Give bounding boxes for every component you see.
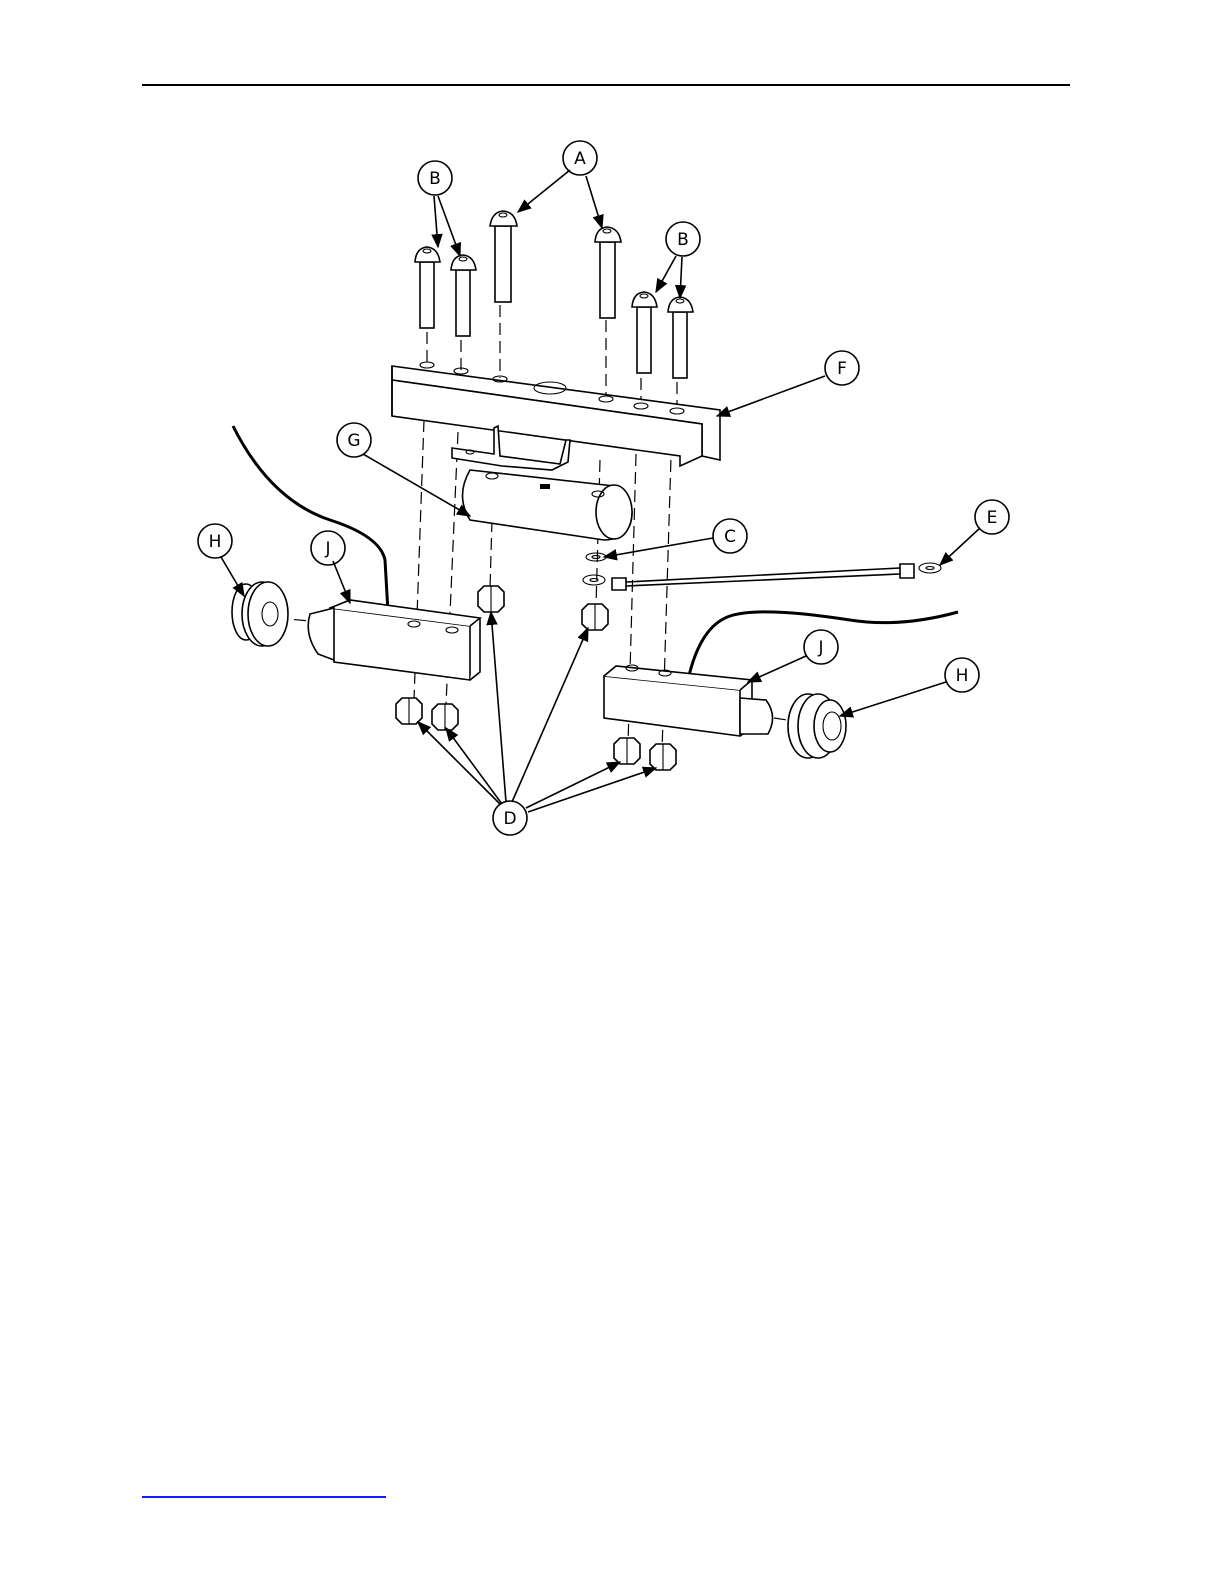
callout-j-right: J	[804, 630, 838, 664]
footer-link-underline[interactable]	[142, 1496, 386, 1498]
screw-b-right-1	[632, 292, 657, 373]
screw-b-left-2	[451, 255, 476, 336]
load-sensor-j-right	[604, 612, 958, 736]
bracket-f	[392, 362, 720, 470]
callout-d-label: D	[503, 809, 516, 829]
callout-b-right-label: B	[677, 230, 689, 250]
callout-d: D	[493, 801, 527, 835]
cylinder-g	[463, 470, 633, 540]
callout-h-right: H	[945, 658, 979, 692]
callout-c-label: C	[724, 527, 736, 547]
callout-j-left-label: J	[324, 539, 330, 559]
nut-d-3	[396, 698, 422, 724]
callout-h-left: H	[198, 524, 232, 558]
callout-h-right-label: H	[956, 666, 969, 686]
callout-g: G	[337, 423, 371, 457]
callout-a: A	[563, 141, 597, 175]
nut-d-4	[432, 704, 458, 730]
callout-j-left: J	[311, 531, 345, 565]
callout-j-right-label: J	[817, 638, 823, 658]
callout-e: E	[975, 500, 1009, 534]
callout-b-left: B	[418, 161, 452, 195]
callout-a-label: A	[574, 149, 586, 169]
callout-f: F	[825, 351, 859, 385]
callout-b-left-label: B	[429, 169, 441, 189]
lock-washer-c	[586, 553, 606, 561]
screw-a-left	[490, 211, 517, 302]
nut-d-6	[650, 744, 676, 770]
bumper-h-left	[232, 582, 288, 646]
callout-h-left-label: H	[209, 532, 222, 552]
bumper-h-right	[788, 694, 846, 758]
screw-a-right	[595, 227, 621, 318]
callout-b-right: B	[666, 222, 700, 256]
nut-d-5	[614, 738, 640, 764]
nut-d-1	[478, 586, 504, 612]
callout-e-label: E	[987, 508, 998, 528]
ring-terminal-e	[583, 563, 941, 590]
callout-f-label: F	[837, 359, 847, 379]
callout-g-label: G	[347, 431, 360, 451]
screw-b-right-2	[668, 297, 693, 378]
nut-d-2	[582, 604, 608, 630]
callout-c: C	[713, 519, 747, 553]
screw-b-left-1	[415, 247, 440, 328]
